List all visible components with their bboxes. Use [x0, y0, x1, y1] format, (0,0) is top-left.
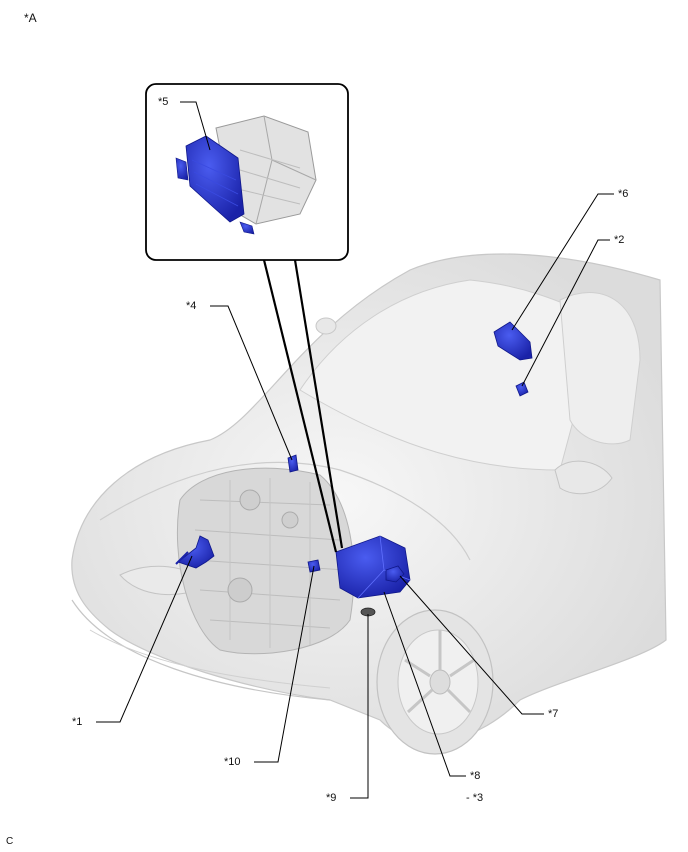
- leader-8: [383, 591, 466, 777]
- leader-1: [96, 555, 193, 723]
- callout-8: *8: [470, 770, 481, 782]
- callout-7: *7: [548, 708, 559, 720]
- part-4: [287, 454, 299, 473]
- callout-4: *4: [186, 300, 197, 312]
- side-mirror: [554, 460, 613, 495]
- callout-2: *2: [614, 234, 625, 246]
- leader-9: [350, 614, 369, 799]
- leader-5: [180, 101, 211, 151]
- part-ecu-box: [335, 535, 411, 599]
- leader-7: [399, 575, 544, 715]
- engine-compartment: [176, 467, 355, 655]
- front-wheel: [376, 609, 494, 755]
- windshield: [299, 279, 601, 471]
- inset-part-5: [185, 135, 245, 223]
- leader-lines: [96, 101, 614, 799]
- callout-5: *5: [158, 96, 169, 108]
- seat: [559, 292, 641, 445]
- callout-10: *10: [224, 756, 241, 768]
- leader-10: [254, 565, 315, 763]
- part-6: [493, 321, 533, 361]
- callout-9: *9: [326, 792, 337, 804]
- figure-code: C: [6, 836, 14, 847]
- part-2: [515, 381, 529, 397]
- vehicle-illustration: [71, 253, 667, 755]
- front-bumper: [71, 599, 331, 701]
- callout-1: *1: [72, 716, 83, 728]
- part-1-sensor: [177, 535, 215, 569]
- inset-connector-right: [293, 259, 344, 549]
- leader-6: [511, 193, 614, 331]
- inset-connector-left: [262, 259, 338, 553]
- leader-4: [210, 305, 293, 461]
- leader-2: [521, 239, 610, 387]
- hood: [99, 461, 471, 561]
- callout-6: *6: [618, 188, 629, 200]
- inset-detail-box: [145, 83, 349, 261]
- callout-3: - *3: [466, 792, 484, 804]
- view-label: *A: [24, 11, 37, 25]
- part-7: [385, 565, 405, 583]
